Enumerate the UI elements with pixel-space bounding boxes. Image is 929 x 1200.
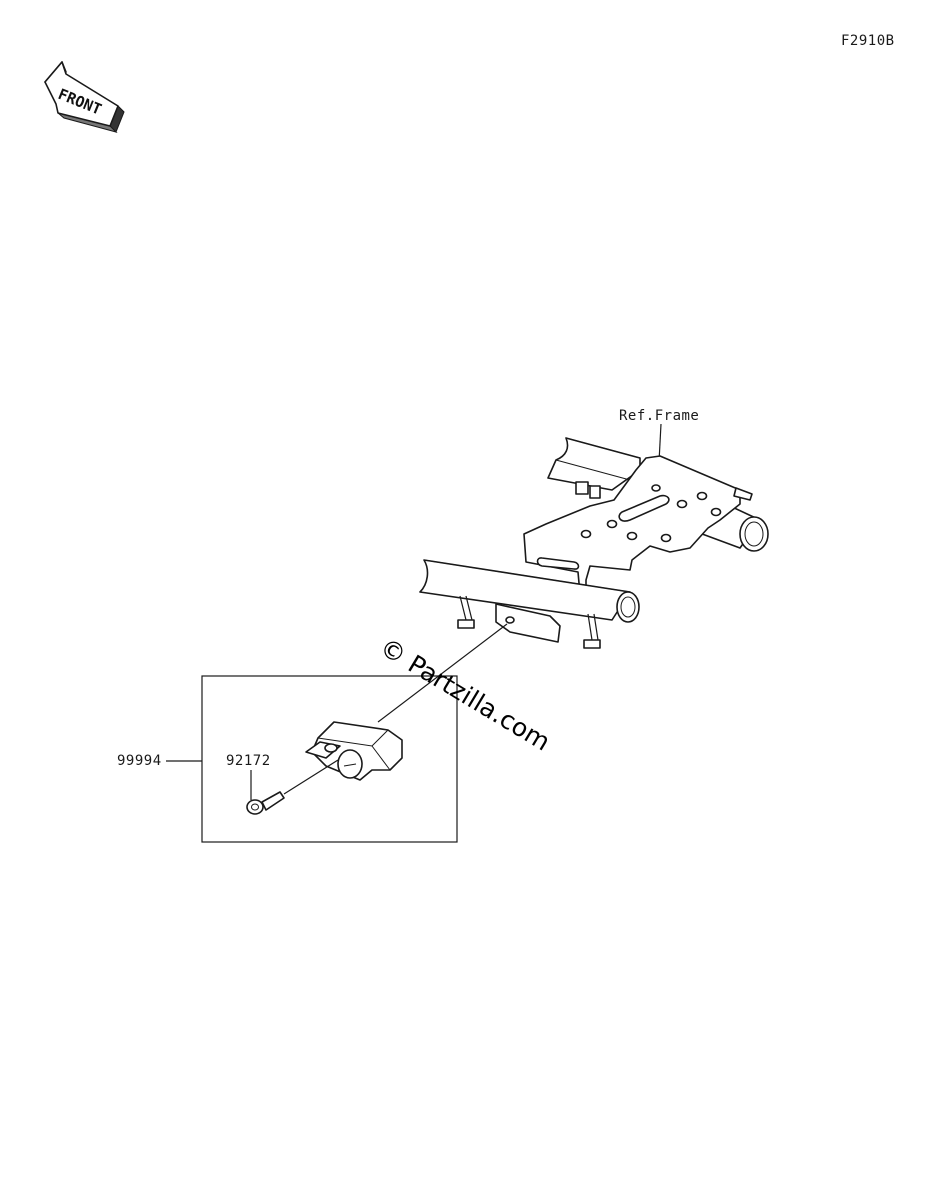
front-arrow-icon: FRONT xyxy=(44,61,125,133)
bolt-part-number[interactable]: 92172 xyxy=(226,753,271,769)
watermark: © Partzilla.com xyxy=(375,632,555,756)
assembly-box xyxy=(201,675,458,843)
lock-drawing[interactable] xyxy=(305,721,403,781)
mount-leader xyxy=(377,623,508,723)
assembly-part-number[interactable]: 99994 xyxy=(117,753,162,769)
bolt-drawing[interactable] xyxy=(246,791,285,815)
bolt-to-lock-leader xyxy=(283,759,339,795)
diagram-code: F2910B xyxy=(841,33,895,49)
frame-drawing xyxy=(419,437,769,649)
ref-frame-label: Ref.Frame xyxy=(619,408,699,424)
